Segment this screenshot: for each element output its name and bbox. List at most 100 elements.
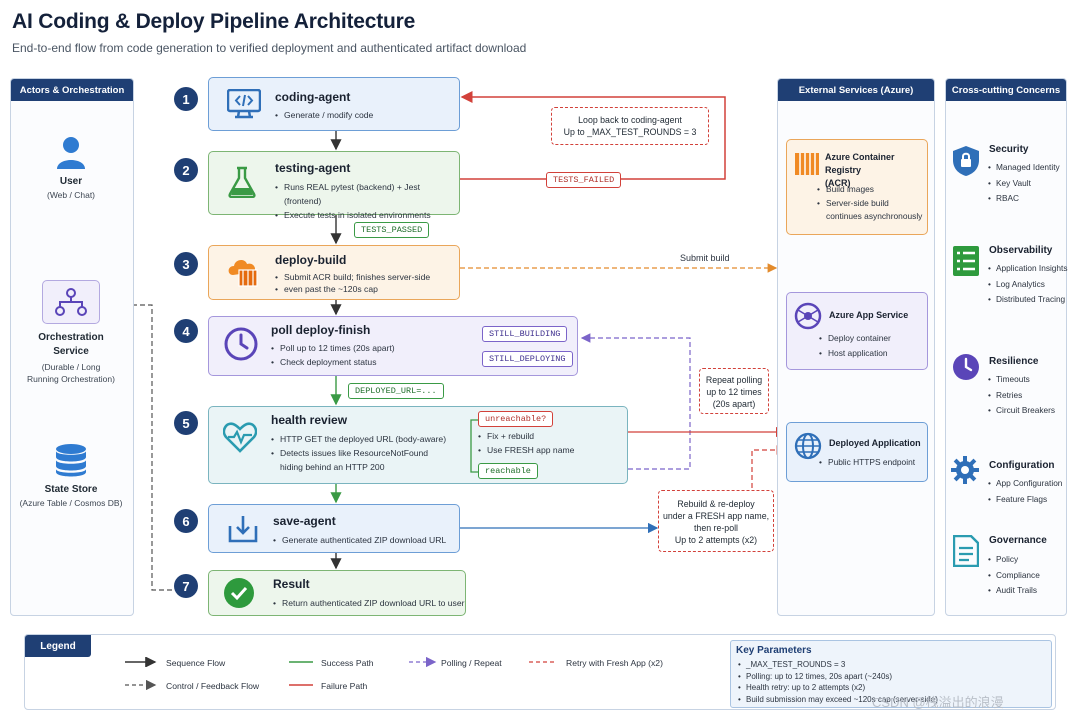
step-bullet: Return authenticated ZIP download URL to…: [273, 596, 465, 610]
external-panel-heading: External Services (Azure): [778, 79, 934, 101]
concern-item: Feature Flags: [988, 492, 1062, 508]
globe-icon: [794, 432, 822, 460]
concern-title: Governance: [989, 535, 1047, 546]
still-building-tag: STILL_BUILDING: [482, 326, 568, 342]
shield-lock-icon: [953, 146, 979, 176]
state-store-label: State Store: [44, 484, 98, 495]
concern-item: Log Analytics: [988, 277, 1068, 293]
step-title: Result: [273, 577, 310, 591]
concern-item: Audit Trails: [988, 583, 1040, 599]
step-bullet: Generate / modify code: [275, 108, 373, 122]
concern-title: Observability: [989, 245, 1053, 256]
unreachable-tag: unreachable?: [478, 411, 554, 427]
tests-passed-tag: TESTS_PASSED: [354, 222, 430, 238]
document-icon: [953, 535, 979, 567]
concern-item: Compliance: [988, 568, 1040, 584]
step-number: 3: [174, 252, 198, 276]
step-title: save-agent: [273, 514, 336, 528]
step-bullet: Runs REAL pytest (backend) + Jest (front…: [275, 180, 459, 208]
tests-failed-tag: TESTS_FAILED: [546, 172, 622, 188]
step-poll-deploy-finish: poll deploy-finish Poll up to 12 times (…: [208, 316, 578, 376]
app-service-card: Azure App Service Deploy container Host …: [786, 292, 928, 370]
check-circle-icon: [224, 578, 254, 608]
concern-item: Key Vault: [988, 176, 1060, 192]
step-bullet: Generate authenticated ZIP download URL: [273, 533, 446, 547]
legend-swatch-polling: [409, 657, 437, 667]
legend-label: Polling / Repeat: [441, 658, 502, 668]
acr-service-card: Azure Container Registry (ACR) Build ima…: [786, 139, 928, 235]
deployed-app-bullets: Public HTTPS endpoint: [819, 455, 915, 470]
reachable-tag: reachable: [478, 463, 538, 479]
legend-swatch-retry: [529, 661, 555, 663]
acr-bullet: Server-side build: [817, 197, 922, 210]
legend-label: Success Path: [321, 658, 374, 668]
flask-icon: [228, 166, 256, 198]
health-fix-item: Use FRESH app name: [478, 443, 574, 457]
step-bullet: even past the ~120s cap: [275, 283, 430, 295]
app-service-bullet: Host application: [819, 346, 891, 361]
legend-swatch-success: [289, 661, 313, 663]
legend-heading: Legend: [25, 635, 91, 657]
concern-item: Distributed Tracing: [988, 292, 1068, 308]
orchestration-label: Orchestration Service: [38, 332, 104, 357]
concern-item: Circuit Breakers: [988, 403, 1055, 419]
acr-bullet: Build images: [817, 182, 922, 197]
step-number: 5: [174, 411, 198, 435]
concern-item: App Configuration: [988, 476, 1062, 492]
concern-item: Timeouts: [988, 372, 1055, 388]
step-bullets: Submit ACR build; finishes server-side e…: [275, 271, 430, 295]
step-bullet: hiding behind an HTTP 200: [280, 462, 385, 472]
acr-bullets: Build images Server-side build continues…: [817, 182, 922, 223]
step-bullet: Poll up to 12 times (20s apart): [271, 341, 395, 355]
step-save-agent: save-agent Generate authenticated ZIP do…: [208, 504, 460, 553]
gear-icon: [951, 456, 979, 484]
user-label: User: [59, 176, 83, 187]
code-monitor-icon: [227, 89, 261, 119]
still-deploying-tag: STILL_DEPLOYING: [482, 351, 573, 367]
step-bullets: Runs REAL pytest (backend) + Jest (front…: [275, 180, 459, 222]
key-parameter: _MAX_TEST_ROUNDS = 3: [738, 659, 938, 671]
step-bullets: Return authenticated ZIP download URL to…: [273, 596, 465, 610]
concern-list: Managed Identity Key Vault RBAC: [988, 160, 1060, 207]
key-parameters-title: Key Parameters: [736, 645, 812, 656]
page-title: AI Coding & Deploy Pipeline Architecture: [12, 10, 416, 33]
rebuild-note: Rebuild & re-deploy under a FRESH app na…: [658, 490, 774, 552]
key-parameters-list: _MAX_TEST_ROUNDS = 3 Polling: up to 12 t…: [738, 659, 938, 705]
concern-item: Policy: [988, 552, 1040, 568]
step-number: 4: [174, 319, 198, 343]
step-bullets: Generate / modify code: [275, 108, 373, 122]
step-bullet: Execute tests in isolated environments: [275, 208, 459, 222]
step-deploy-build: deploy-build Submit ACR build; finishes …: [208, 245, 460, 300]
user-icon: [57, 137, 85, 169]
repeat-polling-note: Repeat polling up to 12 times (20s apart…: [699, 368, 769, 414]
app-service-title: Azure App Service: [829, 310, 909, 320]
step-bullets: Generate authenticated ZIP download URL: [273, 533, 446, 547]
page-subtitle: End-to-end flow from code generation to …: [12, 41, 527, 55]
deployed-app-bullet: Public HTTPS endpoint: [819, 455, 915, 470]
hierarchy-icon: [55, 288, 87, 316]
step-number: 7: [174, 574, 198, 598]
legend-label: Retry with Fresh App (x2): [566, 658, 663, 668]
user-sub: (Web / Chat): [46, 190, 96, 200]
cloud-container-icon: [228, 260, 258, 287]
step-number: 1: [174, 87, 198, 111]
clock-icon: [224, 327, 258, 361]
step-title: poll deploy-finish: [271, 323, 371, 337]
deployed-app-card: Deployed Application Public HTTPS endpoi…: [786, 422, 928, 482]
state-store-sub: (Azure Table / Cosmos DB): [19, 498, 123, 508]
watermark: CSDN @栈溢出的浪漫: [872, 695, 1004, 710]
health-fix-list: Fix + rebuild Use FRESH app name: [478, 429, 574, 457]
concern-list: Timeouts Retries Circuit Breakers: [988, 372, 1055, 419]
cross-cutting-heading: Cross-cutting Concerns: [946, 79, 1066, 101]
list-checklist-icon: [953, 246, 979, 276]
legend-label: Sequence Flow: [166, 658, 226, 668]
concern-list: Application Insights Log Analytics Distr…: [988, 261, 1068, 308]
step-title: coding-agent: [275, 90, 351, 104]
heart-pulse-icon: [223, 422, 257, 453]
step-number: 6: [174, 509, 198, 533]
deployed-app-title: Deployed Application: [829, 438, 921, 448]
concern-item: Application Insights: [988, 261, 1068, 277]
step-bullet: Submit ACR build; finishes server-side: [275, 271, 430, 283]
step-bullets: Poll up to 12 times (20s apart) Check de…: [271, 341, 395, 369]
step-bullet: Check deployment status: [271, 355, 395, 369]
